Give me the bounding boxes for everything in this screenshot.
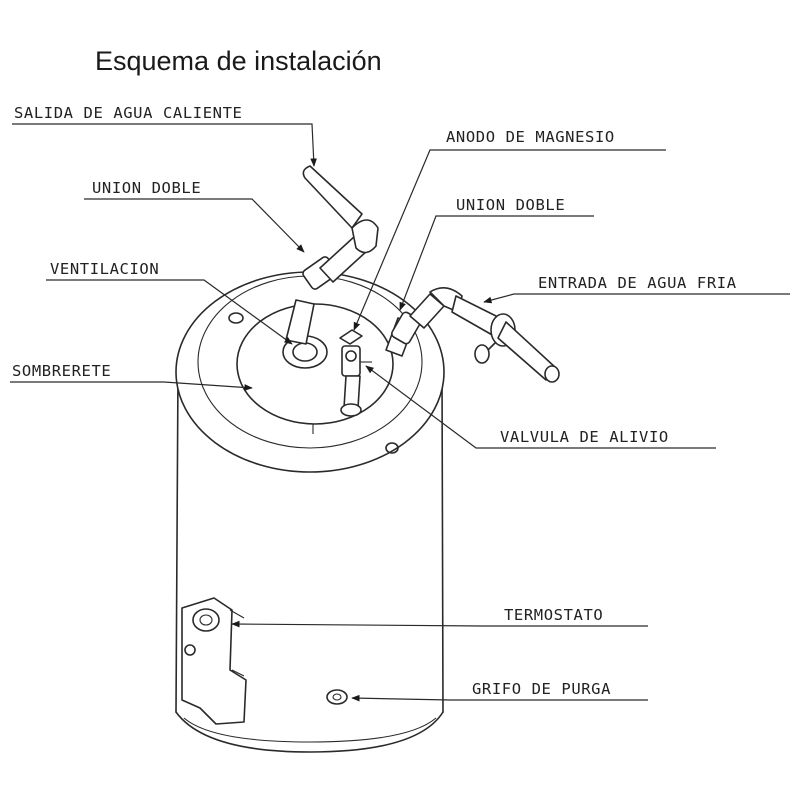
label-valvula-alivio: VALVULA DE ALIVIO bbox=[500, 428, 669, 446]
label-termostato: TERMOSTATO bbox=[504, 606, 603, 624]
label-ventilacion: VENTILACION bbox=[50, 260, 159, 278]
label-sombrerete: SOMBRERETE bbox=[12, 362, 111, 380]
label-salida-agua-caliente: SALIDA DE AGUA CALIENTE bbox=[14, 104, 242, 122]
thermostat bbox=[181, 597, 247, 725]
anode-and-relief-valve bbox=[339, 329, 372, 417]
label-union-doble-der: UNION DOBLE bbox=[456, 196, 565, 214]
drain-valve bbox=[326, 689, 348, 705]
diagram-title: Esquema de instalación bbox=[95, 46, 382, 76]
cold-water-pipe bbox=[385, 287, 560, 383]
label-entrada-agua-fria: ENTRADA DE AGUA FRIA bbox=[538, 274, 737, 292]
label-anodo-magnesio: ANODO DE MAGNESIO bbox=[446, 128, 615, 146]
label-grifo-purga: GRIFO DE PURGA bbox=[472, 680, 611, 698]
label-union-doble-izq: UNION DOBLE bbox=[92, 179, 201, 197]
hot-water-pipe bbox=[285, 165, 379, 345]
